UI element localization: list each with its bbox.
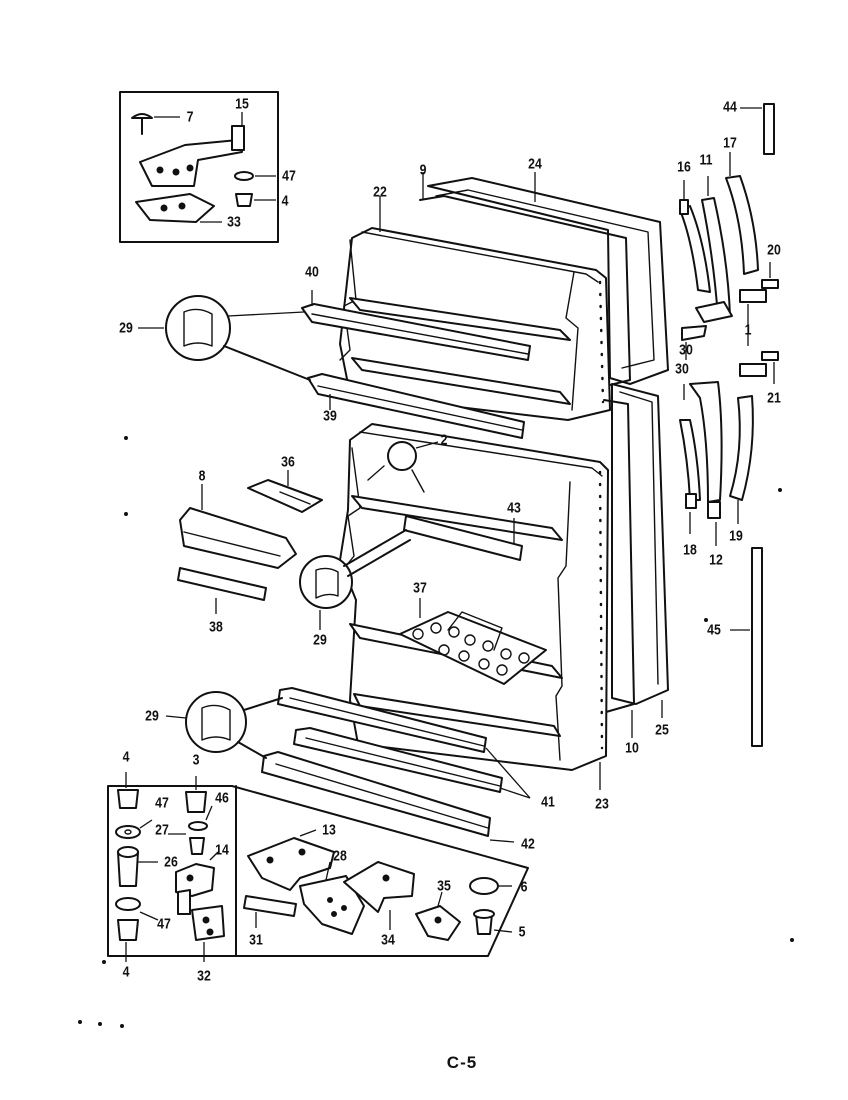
callout-39: 39 <box>323 407 337 425</box>
callout-10: 10 <box>625 739 639 757</box>
callout-13: 13 <box>322 821 336 839</box>
callout-2: 2 <box>440 431 448 449</box>
callout-47: 47 <box>282 167 296 185</box>
callout-37: 37 <box>413 579 427 597</box>
callout-47: 47 <box>155 794 169 812</box>
door-bars <box>165 687 531 843</box>
callout-15: 15 <box>235 95 249 113</box>
callout-25: 25 <box>655 721 669 739</box>
callout-24: 24 <box>528 155 542 173</box>
callout-14: 14 <box>215 841 229 859</box>
callout-4: 4 <box>122 963 130 981</box>
callout-4: 4 <box>122 748 130 766</box>
callout-30: 30 <box>679 341 693 359</box>
callout-5: 5 <box>518 923 526 941</box>
callout-26: 26 <box>164 853 178 871</box>
callout-27: 27 <box>155 821 169 839</box>
callout-12: 12 <box>709 551 723 569</box>
callout-9: 9 <box>419 161 427 179</box>
callout-40: 40 <box>305 263 319 281</box>
callout-41: 41 <box>541 793 555 811</box>
callout-30: 30 <box>675 360 689 378</box>
handle-parts <box>679 103 779 747</box>
fresh-food-door <box>299 383 669 790</box>
callout-36: 36 <box>281 453 295 471</box>
callout-11: 11 <box>699 151 713 169</box>
callout-45: 45 <box>707 621 721 639</box>
callout-34: 34 <box>381 931 395 949</box>
crisper-parts <box>177 470 323 614</box>
callout-38: 38 <box>209 618 223 636</box>
callout-18: 18 <box>683 541 697 559</box>
callout-16: 16 <box>677 158 691 176</box>
callout-33: 33 <box>227 213 241 231</box>
inset-top-hinge <box>119 91 279 243</box>
callout-42: 42 <box>521 835 535 853</box>
callout-31: 31 <box>249 931 263 949</box>
callout-35: 35 <box>437 877 451 895</box>
callout-23: 23 <box>595 795 609 813</box>
callout-4: 4 <box>281 192 289 210</box>
callout-7: 7 <box>186 108 194 126</box>
freezer-door <box>138 172 669 439</box>
callout-20: 20 <box>767 241 781 259</box>
callout-47: 47 <box>157 915 171 933</box>
callout-32: 32 <box>197 967 211 985</box>
callout-3: 3 <box>192 751 200 769</box>
callout-1: 1 <box>744 321 752 339</box>
callout-21: 21 <box>767 389 781 407</box>
callout-22: 22 <box>373 183 387 201</box>
callout-44: 44 <box>723 98 737 116</box>
callout-29: 29 <box>119 319 133 337</box>
callout-46: 46 <box>215 789 229 807</box>
inset-bottom-hinge <box>107 772 529 962</box>
callout-19: 19 <box>729 527 743 545</box>
callout-29: 29 <box>145 707 159 725</box>
callout-6: 6 <box>520 878 528 896</box>
callout-8: 8 <box>198 467 206 485</box>
scan-specks <box>78 436 794 1028</box>
callout-28: 28 <box>333 847 347 865</box>
callout-43: 43 <box>507 499 521 517</box>
callout-17: 17 <box>723 134 737 152</box>
callout-29: 29 <box>313 631 327 649</box>
page-label: C-5 <box>446 1053 478 1072</box>
